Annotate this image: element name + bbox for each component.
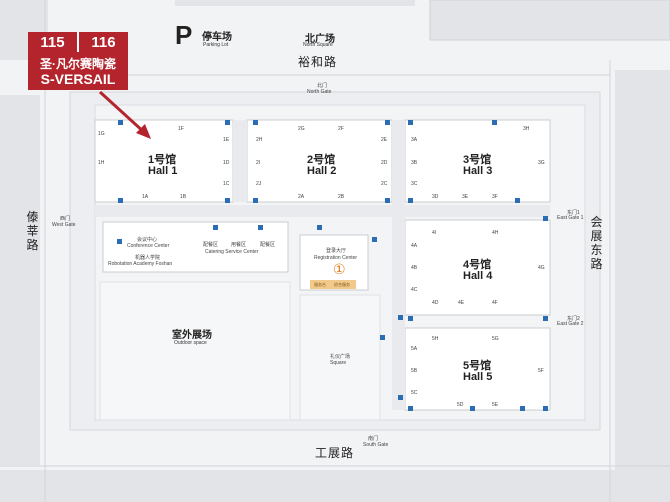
hall-5-title-zh[interactable]: 5号馆	[463, 360, 492, 372]
hall-3-title-zh[interactable]: 3号馆	[463, 154, 492, 166]
hall-2-title-zh[interactable]: 2号馆	[307, 154, 336, 166]
dining-zone: 用餐区	[231, 242, 247, 248]
registration-service-desk: 服务台	[314, 282, 326, 287]
hall-1-title-en[interactable]: Hall 1	[148, 165, 178, 177]
door-label: 5G	[492, 336, 499, 342]
door-label: 2F	[338, 126, 344, 132]
door-label: 1A	[142, 194, 149, 200]
door-label: 3E	[462, 194, 469, 200]
door-label: 5B	[411, 368, 418, 374]
registration-zh: 登录大厅	[326, 248, 347, 254]
door-label: 4F	[492, 300, 498, 306]
academy-zh: 机器人学院	[135, 255, 161, 261]
catering-center-en: Catering Service Center	[205, 249, 259, 255]
door-label: 1D	[223, 160, 230, 166]
door-label: 2J	[256, 181, 262, 187]
north-square-zh: 北广场	[305, 34, 335, 45]
door-label: 3G	[538, 160, 545, 166]
door-label: 2I	[256, 160, 261, 166]
door-label: 5F	[538, 368, 544, 374]
door-label: 5C	[411, 390, 418, 396]
east-gate-2-zh: 东门2	[567, 316, 580, 322]
west-gate-zh: 西门	[60, 216, 71, 222]
south-gate-zh: 南门	[368, 436, 379, 442]
door-label: 5E	[492, 402, 499, 408]
door-label: 2D	[381, 160, 388, 166]
hall-1-title-zh[interactable]: 1号馆	[148, 154, 177, 166]
door-label: 4A	[411, 243, 418, 249]
door-label: 2A	[298, 194, 305, 200]
door-label: 1E	[223, 137, 230, 143]
door-label: 3B	[411, 160, 418, 166]
east-gate-1-zh: 东门1	[567, 210, 580, 216]
north-square-en: North Square	[303, 42, 333, 48]
south-gate-en: South Gate	[363, 442, 389, 448]
parking-label-zh: 停车场	[202, 32, 232, 43]
registration-en: Registration Center	[314, 255, 358, 261]
door-label: 5D	[457, 402, 464, 408]
door-label: 4G	[538, 265, 545, 271]
square-en: Square	[330, 360, 347, 366]
road-south: 工展路	[315, 446, 355, 460]
door-label: 4I	[432, 230, 437, 236]
exhibitor-name-zh: 圣·凡尔赛陶瓷	[40, 57, 116, 71]
door-label: 5H	[432, 336, 439, 342]
hall-4-title-zh[interactable]: 4号馆	[463, 259, 492, 271]
catering-zone: 配餐区	[260, 242, 276, 248]
door-label: 3C	[411, 181, 418, 187]
conference-center-en: Conference Center	[127, 243, 170, 249]
door-label: 1G	[98, 131, 105, 137]
hall-4-title-en[interactable]: Hall 4	[463, 270, 493, 282]
road-east: 会展东路	[590, 215, 604, 271]
registration-marker-icon[interactable]: ①	[333, 261, 346, 277]
door-label: 4H	[492, 230, 499, 236]
door-label: 2B	[338, 194, 345, 200]
academy-en: Robotation Academy Foshan	[108, 261, 173, 267]
east-gate-2-en: East Gate 2	[557, 321, 584, 327]
hall-5-title-en[interactable]: Hall 5	[463, 371, 493, 383]
door-label: 5A	[411, 346, 418, 352]
door-label: 4D	[432, 300, 439, 306]
hall-3-title-en[interactable]: Hall 3	[463, 165, 493, 177]
square-zh: 礼仪广场	[330, 354, 351, 360]
north-gate-en: North Gate	[307, 89, 332, 95]
hall-2-title-en[interactable]: Hall 2	[307, 165, 337, 177]
outdoor-space-zh: 室外展场	[172, 330, 212, 341]
door-label: 1H	[98, 160, 105, 166]
door-label: 1F	[178, 126, 184, 132]
door-label: 2E	[381, 137, 388, 143]
exhibitor-name-en: S-VERSAIL	[40, 71, 116, 87]
door-label: 1B	[180, 194, 187, 200]
door-label: 2H	[256, 137, 263, 143]
catering-zone: 配餐区	[203, 242, 219, 248]
exhibitor-badge: 115 116 圣·凡尔赛陶瓷 S-VERSAIL	[28, 32, 128, 90]
outdoor-space-en: Outdoor space	[174, 340, 207, 346]
door-label: 3A	[411, 137, 418, 143]
door-label: 4B	[411, 265, 418, 271]
registration-general-service: 综合服务	[334, 282, 350, 287]
door-label: 3F	[492, 194, 498, 200]
door-label: 3H	[523, 126, 530, 132]
north-gate-zh: 北门	[317, 83, 328, 89]
door-label: 1C	[223, 181, 230, 187]
west-gate-en: West Gate	[52, 222, 76, 228]
door-label: 3D	[432, 194, 439, 200]
conference-center-zh: 会议中心	[137, 237, 158, 243]
road-north: 裕和路	[298, 55, 338, 69]
parking-label-en: Parking Lot	[203, 42, 229, 48]
door-label: 2G	[298, 126, 305, 132]
road-west: 傣莘路	[26, 210, 40, 252]
door-label: 4E	[458, 300, 465, 306]
door-label: 4C	[411, 287, 418, 293]
booth-number-right: 116	[91, 34, 116, 51]
parking-icon: P	[175, 20, 193, 50]
east-gate-1-en: East Gate 1	[557, 215, 584, 221]
booth-number-left: 115	[28, 32, 79, 52]
door-label: 2C	[381, 181, 388, 187]
